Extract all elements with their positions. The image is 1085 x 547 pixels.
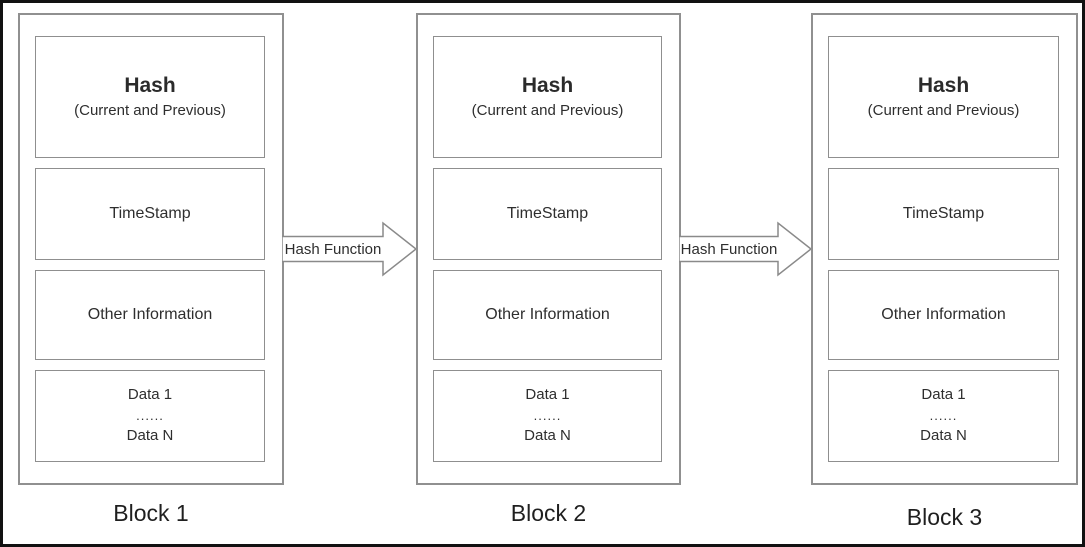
block-1-label: Block 1 bbox=[113, 500, 189, 526]
hash-title: Hash bbox=[917, 74, 970, 98]
data-first-label: Data 1 bbox=[921, 386, 966, 404]
data-ellipsis: ...... bbox=[533, 407, 562, 423]
block-arrow-shape bbox=[679, 221, 813, 277]
block-1: Hash (Current and Previous) TimeStamp Ot… bbox=[18, 13, 284, 527]
block-1-data-box: Data 1 ...... Data N bbox=[35, 370, 265, 462]
block-2-hash-box: Hash (Current and Previous) bbox=[433, 36, 662, 158]
block-3-container: Hash (Current and Previous) TimeStamp Ot… bbox=[811, 13, 1078, 485]
block-1-timestamp-box: TimeStamp bbox=[35, 168, 265, 260]
hash-function-label: Hash Function bbox=[681, 241, 778, 258]
timestamp-label: TimeStamp bbox=[506, 205, 589, 222]
block-2: Hash (Current and Previous) TimeStamp Ot… bbox=[416, 13, 681, 527]
block-3-timestamp-box: TimeStamp bbox=[828, 168, 1059, 260]
block-1-container: Hash (Current and Previous) TimeStamp Ot… bbox=[18, 13, 284, 485]
hash-subtitle: (Current and Previous) bbox=[867, 101, 1020, 119]
block-2-data-box: Data 1 ...... Data N bbox=[433, 370, 662, 462]
data-first-label: Data 1 bbox=[525, 386, 570, 404]
other-info-label: Other Information bbox=[485, 306, 610, 323]
data-last-label: Data N bbox=[920, 427, 967, 445]
block-1-hash-box: Hash (Current and Previous) bbox=[35, 36, 265, 158]
hash-function-arrow-1: Hash Function bbox=[282, 221, 418, 277]
block-3-label: Block 3 bbox=[906, 504, 983, 530]
hash-title: Hash bbox=[124, 74, 176, 98]
block-3-other-info-box: Other Information bbox=[828, 270, 1059, 360]
block-3-hash-box: Hash (Current and Previous) bbox=[828, 36, 1059, 158]
block-arrow-shape bbox=[282, 221, 418, 277]
hash-subtitle: (Current and Previous) bbox=[74, 101, 226, 119]
hash-subtitle: (Current and Previous) bbox=[471, 101, 624, 119]
data-last-label: Data N bbox=[524, 427, 571, 445]
block-1-other-info-box: Other Information bbox=[35, 270, 265, 360]
block-2-other-info-box: Other Information bbox=[433, 270, 662, 360]
block-2-label: Block 2 bbox=[510, 500, 587, 526]
block-2-timestamp-box: TimeStamp bbox=[433, 168, 662, 260]
other-info-label: Other Information bbox=[881, 306, 1006, 323]
data-first-label: Data 1 bbox=[127, 386, 173, 404]
data-ellipsis: ...... bbox=[136, 407, 164, 423]
block-3: Hash (Current and Previous) TimeStamp Ot… bbox=[811, 13, 1078, 531]
other-info-label: Other Information bbox=[87, 306, 213, 323]
hash-function-arrow-2: Hash Function bbox=[679, 221, 813, 277]
hash-function-label: Hash Function bbox=[285, 241, 382, 258]
timestamp-label: TimeStamp bbox=[109, 205, 191, 222]
block-2-container: Hash (Current and Previous) TimeStamp Ot… bbox=[416, 13, 681, 485]
hash-title: Hash bbox=[521, 74, 574, 98]
timestamp-label: TimeStamp bbox=[902, 205, 985, 222]
block-3-data-box: Data 1 ...... Data N bbox=[828, 370, 1059, 462]
data-ellipsis: ...... bbox=[929, 407, 958, 423]
data-last-label: Data N bbox=[126, 427, 174, 445]
